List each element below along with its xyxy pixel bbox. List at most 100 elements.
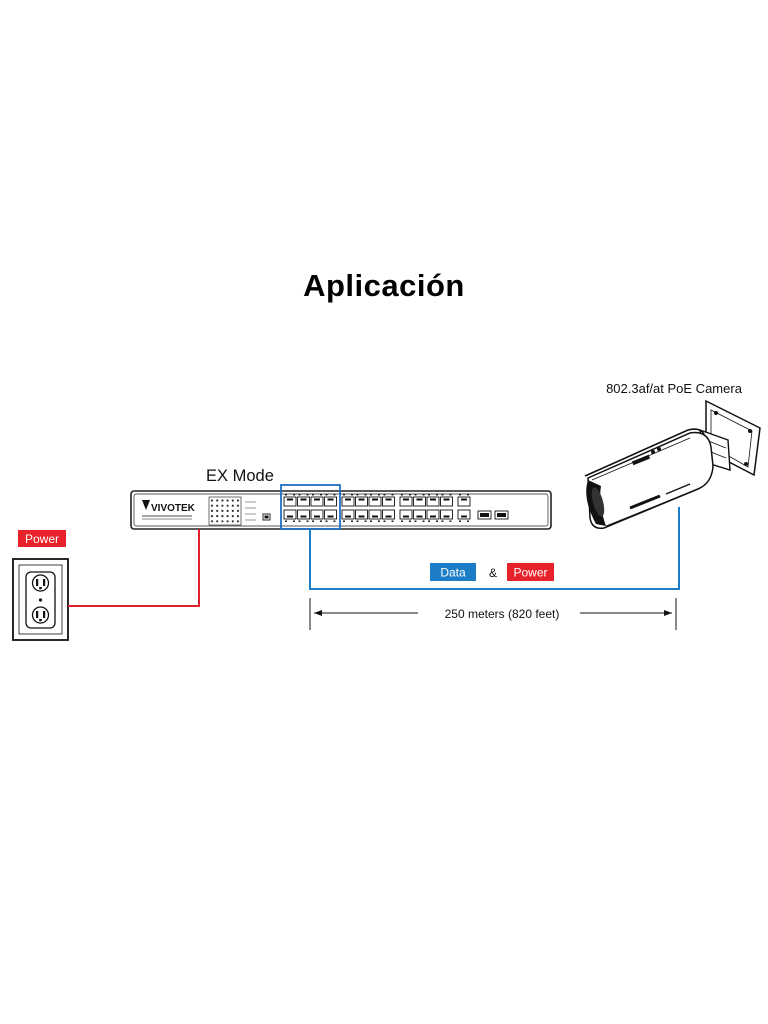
poe-switch: VIVOTEK xyxy=(130,484,552,530)
port-led xyxy=(343,520,345,522)
rj45-port-clip xyxy=(416,515,423,518)
port-led xyxy=(449,520,452,522)
port-led xyxy=(414,494,417,496)
rj45-port xyxy=(324,509,337,520)
outlet-screw xyxy=(38,598,43,602)
port-led xyxy=(370,520,372,522)
rj45-port-clip xyxy=(403,498,409,501)
switch-brand: VIVOTEK xyxy=(151,503,196,514)
port-led xyxy=(285,494,287,496)
rj45-port xyxy=(324,496,337,507)
rj45-port-clip xyxy=(385,515,392,518)
link-power-label: Power xyxy=(513,566,547,580)
rj45-port-clip xyxy=(403,515,409,518)
led-dot xyxy=(231,515,234,518)
page-title: Aplicación xyxy=(303,268,465,303)
outlet-power-label: Power xyxy=(25,532,59,546)
rj45-port xyxy=(341,509,355,520)
rj45-port xyxy=(297,509,310,520)
sfp-port-slot xyxy=(497,513,506,517)
port-led xyxy=(356,494,359,496)
port-led xyxy=(467,494,469,496)
switch-front-panel xyxy=(133,493,549,527)
rj45-port xyxy=(413,509,426,520)
rj45-port xyxy=(310,496,324,507)
led-dot xyxy=(210,509,214,512)
port-led xyxy=(441,494,444,496)
port-led xyxy=(378,494,380,496)
port-led xyxy=(293,494,295,496)
port-led xyxy=(325,520,328,522)
led-dot xyxy=(231,504,234,507)
port-led xyxy=(298,520,301,522)
led-dot xyxy=(216,509,219,512)
port-led xyxy=(333,494,336,496)
led-dot xyxy=(221,515,224,518)
port-led xyxy=(428,520,430,522)
led-dot xyxy=(210,515,214,518)
rj45-port-clip xyxy=(287,515,293,518)
led-dot xyxy=(226,515,229,518)
rj45-port xyxy=(440,509,453,520)
distance-label: 250 meters (820 feet) xyxy=(445,607,560,621)
port-led xyxy=(351,520,353,522)
port-led xyxy=(441,520,444,522)
rj45-port-clip xyxy=(327,515,334,518)
led-dot xyxy=(221,520,224,523)
poe-bullet-camera xyxy=(584,399,761,530)
led-dot xyxy=(236,499,240,502)
rj45-port-array xyxy=(283,494,471,522)
ampersand-label: & xyxy=(489,566,497,580)
port-led xyxy=(401,494,403,496)
port-led xyxy=(436,520,438,522)
camera-housing xyxy=(587,431,714,530)
rj45-port xyxy=(283,509,297,520)
port-led xyxy=(320,520,322,522)
rj45-port-clip xyxy=(300,515,307,518)
rj45-port xyxy=(355,496,368,507)
rj45-port-clip xyxy=(345,515,351,518)
port-led xyxy=(306,494,309,496)
led-dot xyxy=(221,509,224,512)
led-dot xyxy=(231,499,234,502)
rj45-port-clip xyxy=(385,498,392,501)
link-power-badge: Power xyxy=(507,563,554,581)
port-led xyxy=(414,520,417,522)
port-led xyxy=(370,494,372,496)
port-led xyxy=(306,520,309,522)
led-dot xyxy=(216,520,219,523)
led-dot xyxy=(236,509,240,512)
port-led xyxy=(325,494,328,496)
port-led xyxy=(333,520,336,522)
port-led xyxy=(285,520,287,522)
led-dot xyxy=(236,520,240,523)
poe-cable xyxy=(309,507,680,590)
rj45-port xyxy=(310,509,324,520)
rj45-port-clip xyxy=(430,498,436,501)
rj45-port-clip xyxy=(314,498,320,501)
led-dot xyxy=(210,504,214,507)
distance-dimension: 250 meters (820 feet) xyxy=(309,598,677,630)
port-led xyxy=(364,520,367,522)
rj45-port xyxy=(382,496,395,507)
led-dot xyxy=(226,520,229,523)
led-indicator-grid xyxy=(208,496,242,526)
rj45-port-clip xyxy=(358,515,365,518)
led-dot xyxy=(221,499,224,502)
port-led xyxy=(459,494,461,496)
port-led xyxy=(391,494,394,496)
rj45-port-clip xyxy=(345,498,351,501)
led-dot xyxy=(216,515,219,518)
led-dot xyxy=(221,504,224,507)
led-dot xyxy=(210,520,214,523)
port-led xyxy=(356,520,359,522)
port-led xyxy=(449,494,452,496)
sfp-ports xyxy=(477,510,509,520)
rj45-port-clip xyxy=(461,515,467,518)
outlet-power-badge: Power xyxy=(18,530,66,547)
rj45-port xyxy=(426,496,440,507)
port-led xyxy=(409,520,411,522)
rj45-port xyxy=(297,496,310,507)
port-led xyxy=(320,494,322,496)
rj45-port xyxy=(413,496,426,507)
